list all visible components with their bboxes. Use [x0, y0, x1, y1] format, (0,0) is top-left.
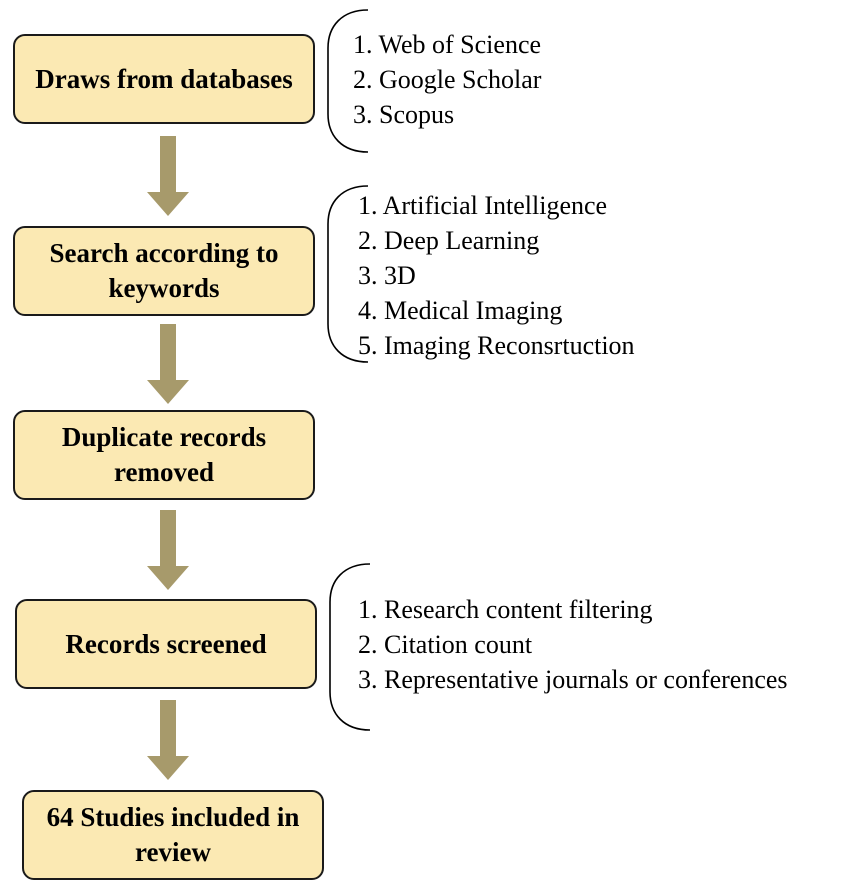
left-brace-keywords [327, 185, 369, 363]
list-item: 3. Scopus [353, 100, 455, 129]
down-arrow-icon [147, 136, 189, 216]
list-item: 2. Deep Learning [358, 226, 540, 255]
step-keyword-search-label: Search according to keywords [49, 238, 279, 303]
list-item: 1. Web of Science [353, 30, 542, 59]
list-item: 1. Research content filtering [358, 595, 653, 624]
down-arrow-icon [147, 510, 189, 590]
step-records-screened-label: Records screened [65, 628, 267, 659]
database-list: 1. Web of Science 2. Google Scholar 3. S… [353, 27, 541, 132]
step-studies-included-box: 64 Studies included in review [22, 790, 324, 880]
left-brace-screening [329, 563, 371, 731]
left-brace-databases [327, 9, 369, 153]
down-arrow-icon [147, 324, 189, 404]
list-item: 4. Medical Imaging [358, 296, 563, 325]
step-studies-included-label: 64 Studies included in review [46, 802, 300, 867]
list-item: 1. Artificial Intelligence [358, 191, 608, 220]
list-item: 3. 3D [358, 261, 416, 290]
list-item: 2. Citation count [358, 630, 533, 659]
step-records-screened-box: Records screened [15, 599, 317, 689]
list-item: 3. Representative journals or conference… [358, 665, 788, 694]
screening-criteria-list: 1. Research content filtering 2. Citatio… [358, 592, 788, 697]
step-databases-box: Draws from databases [13, 34, 315, 124]
step-duplicates-removed-label: Duplicate records removed [61, 422, 267, 487]
list-item: 2. Google Scholar [353, 65, 542, 94]
down-arrow-icon [147, 700, 189, 780]
step-duplicates-removed-box: Duplicate records removed [13, 410, 315, 500]
step-databases-label: Draws from databases [35, 63, 293, 94]
step-keyword-search-box: Search according to keywords [13, 226, 315, 316]
list-item: 5. Imaging Reconsrtuction [358, 331, 635, 360]
keyword-list: 1. Artificial Intelligence 2. Deep Learn… [358, 188, 635, 363]
